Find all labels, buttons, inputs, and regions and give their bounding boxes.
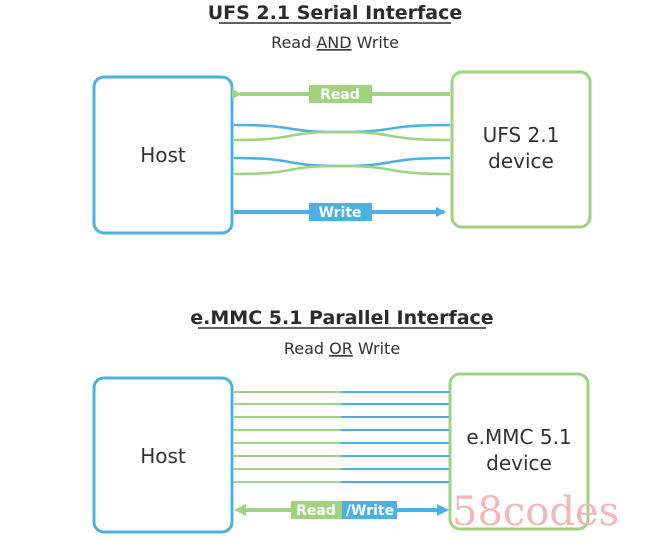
emmc-read-tag-bg: [291, 501, 342, 519]
ufs-subtitle-pre: Read: [271, 33, 316, 52]
emmc-host-label: Host: [140, 444, 186, 468]
emmc-host-box: [92, 376, 234, 534]
ufs-read-tag: Read: [320, 87, 360, 103]
ufs-host-box: [92, 75, 234, 235]
ufs-subtitle-key: AND: [316, 33, 351, 52]
watermark: 58codes: [452, 489, 619, 535]
ufs-lane-2b: [233, 164, 451, 176]
emmc-device-box: [448, 372, 590, 531]
ufs-device-box: [450, 70, 592, 229]
emmc-write-tag-bg: [342, 501, 397, 519]
emmc-write-tag: /Write: [346, 503, 394, 519]
ufs-device-line1: UFS 2.1: [483, 123, 560, 147]
ufs-lane-1b: [233, 130, 451, 142]
emmc-rw-arrowhead-left: [234, 504, 246, 516]
emmc-subtitle: Read OR Write: [284, 339, 400, 358]
ufs-host-label: Host: [140, 143, 186, 167]
emmc-rw-arrowhead-right: [437, 504, 449, 516]
emmc-title: e.MMC 5.1 Parallel Interface: [190, 307, 493, 329]
ufs-write-tag-bg: [309, 203, 372, 221]
emmc-subtitle-key: OR: [329, 339, 353, 358]
ufs-read-tag-bg: [309, 85, 372, 103]
emmc-device-line1: e.MMC 5.1: [466, 425, 571, 449]
ufs-subtitle-post: Write: [352, 33, 399, 52]
ufs-title: UFS 2.1 Serial Interface: [208, 2, 463, 24]
ufs-subtitle: Read AND Write: [271, 33, 399, 52]
emmc-subtitle-post: Write: [353, 339, 400, 358]
emmc-subtitle-pre: Read: [284, 339, 329, 358]
ufs-write-tag: Write: [318, 205, 361, 221]
emmc-parallel-bus: [234, 391, 449, 483]
ufs-device-line2: device: [488, 149, 554, 173]
emmc-read-tag: Read: [296, 503, 336, 519]
emmc-device-line2: device: [486, 451, 552, 475]
